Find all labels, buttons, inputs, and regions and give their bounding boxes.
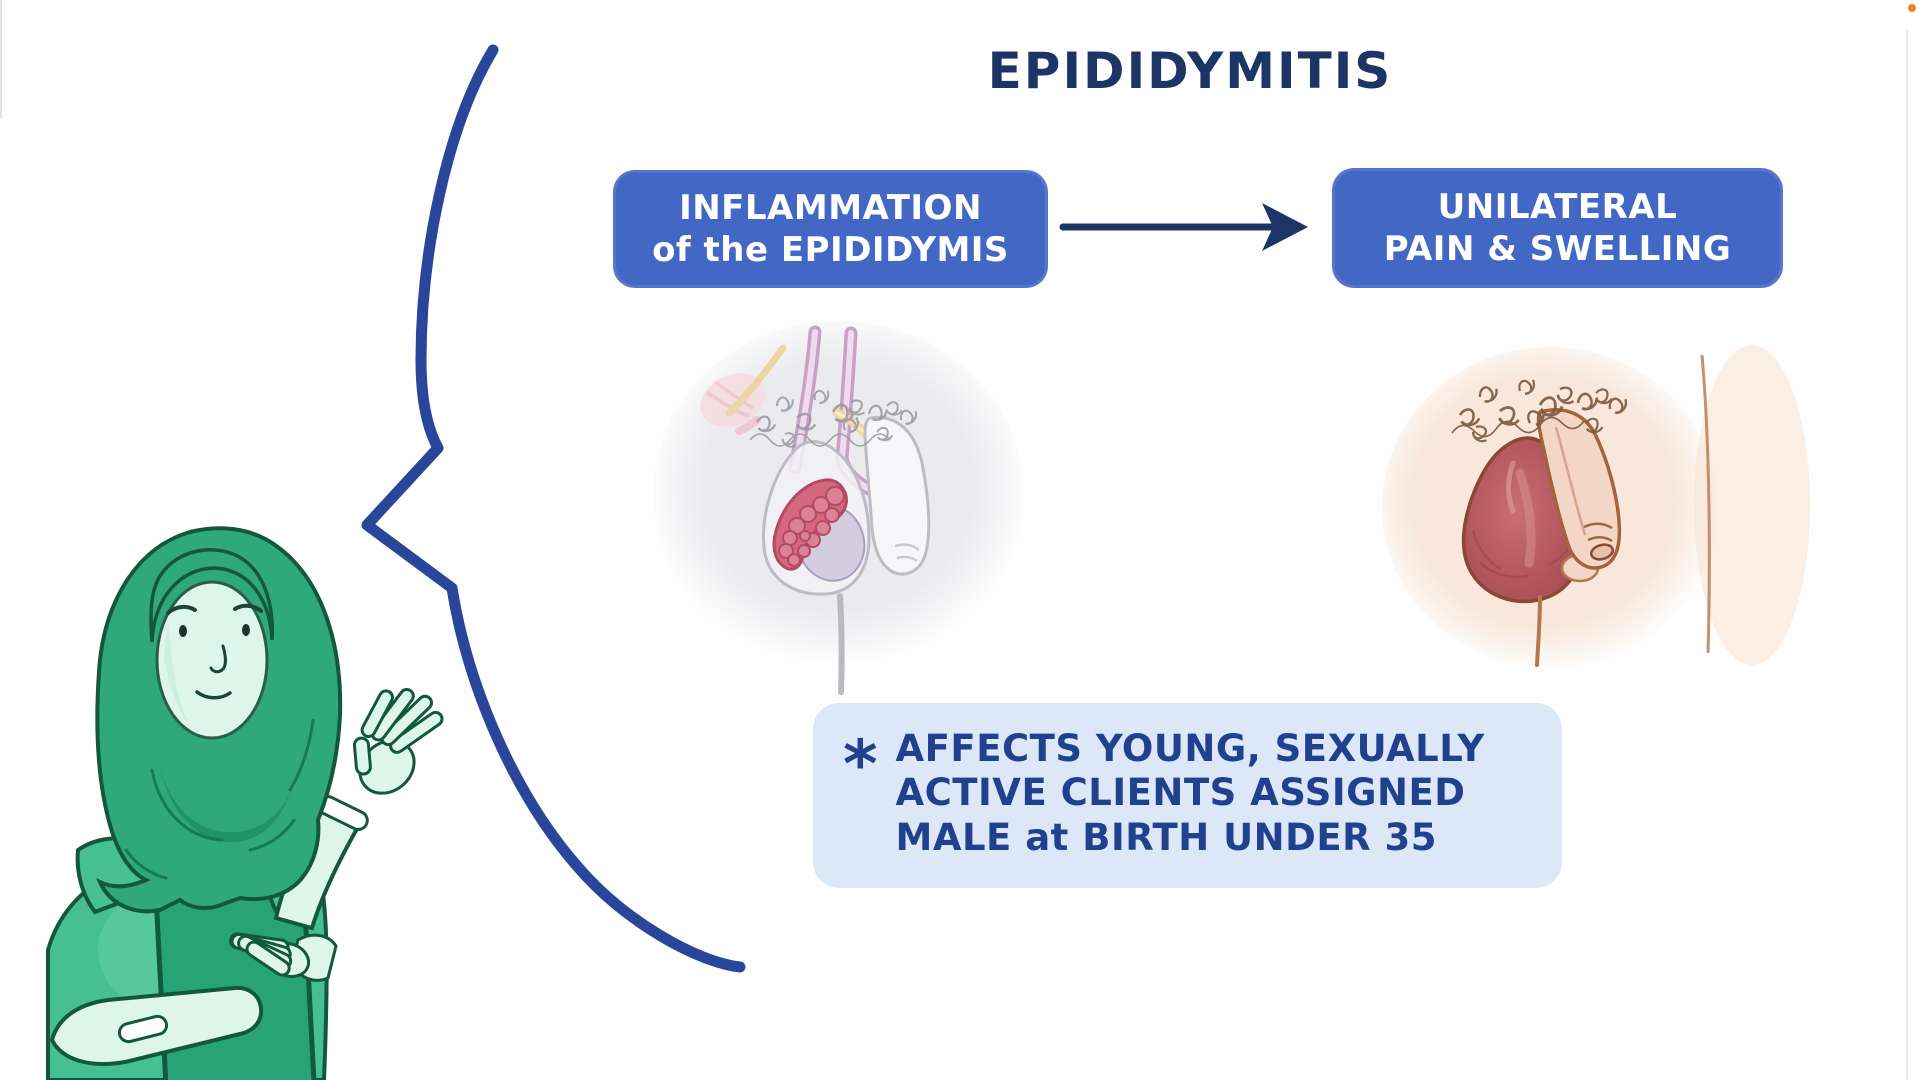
pubic-hair-gray (749, 385, 921, 452)
cause-line1: INFLAMMATION (679, 187, 982, 228)
effect-line1: UNILATERAL (1437, 186, 1678, 227)
frame-edge-left (0, 0, 2, 118)
inflamed-epididymis (772, 478, 848, 571)
leg-midline (837, 593, 845, 695)
inflamed-epididymis-illustration (653, 321, 1023, 695)
asterisk-icon: * (843, 726, 878, 803)
left-bracelet (117, 1014, 169, 1044)
face (155, 580, 269, 740)
perineal-midline (1535, 595, 1542, 667)
pubic-hair-brown (1451, 374, 1631, 446)
penis (1536, 408, 1622, 570)
cause-line2: of the EPIDIDYMIS (652, 230, 1009, 270)
effect-box: UNILATERAL PAIN & SWELLING (1332, 168, 1783, 288)
hijab-shade (158, 760, 290, 843)
note-line3: MALE at BIRTH UNDER 35 (895, 815, 1437, 859)
face-shade (164, 620, 190, 725)
page-title: EPIDIDYMITIS (987, 42, 1393, 100)
cause-box: INFLAMMATION of the EPIDIDYMIS (613, 170, 1048, 288)
record-dot-icon (1908, 4, 1916, 12)
thigh-skin (1694, 345, 1810, 665)
penis-outline (863, 415, 931, 576)
waving-hand (352, 687, 444, 795)
effect-line2: PAIN & SWELLING (1383, 229, 1732, 269)
note-box: * AFFECTS YOUNG, SEXUALLY ACTIVE CLIENTS… (813, 703, 1562, 888)
face-features (166, 603, 263, 700)
hijab-forehead-edge (149, 548, 275, 643)
hijab-folds (124, 718, 315, 880)
note-line2: ACTIVE CLIENTS ASSIGNED (895, 771, 1466, 815)
presenter-character (46, 526, 444, 1080)
frame-edge-right (1906, 30, 1908, 1080)
note-line1: AFFECTS YOUNG, SEXUALLY (895, 727, 1485, 770)
clipboard-hand (228, 932, 338, 982)
leads-to-arrow-icon (1059, 203, 1308, 251)
note-text: AFFECTS YOUNG, SEXUALLY ACTIVE CLIENTS A… (896, 727, 1485, 860)
thigh-crease-line (1700, 354, 1711, 654)
unilateral-swelling-illustration (1382, 345, 1810, 667)
